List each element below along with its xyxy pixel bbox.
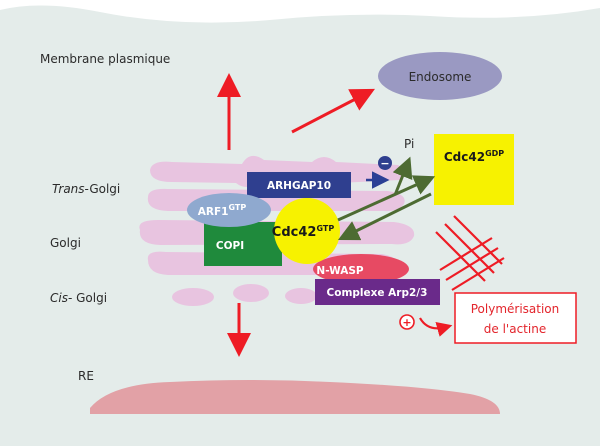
actin-filament — [439, 237, 493, 271]
arf1-sup: GTP — [228, 203, 246, 212]
endoplasmic-reticulum — [90, 380, 500, 414]
actin-filament — [445, 247, 499, 281]
polymerisation-box — [454, 292, 577, 344]
minus-badge — [378, 156, 392, 170]
copi-label: COPI — [216, 240, 244, 252]
nwasp-label: N-WASP — [316, 265, 363, 277]
membrane-label: Membrane plasmique — [40, 52, 170, 66]
actin-filament — [453, 215, 503, 265]
arp23-box — [315, 279, 440, 305]
arhgap10-box — [247, 172, 351, 198]
minus-symbol: − — [380, 157, 389, 170]
golgi-vesicle-cis-1 — [172, 288, 214, 306]
golgi-vesicle-cis-2 — [233, 284, 269, 302]
nwasp — [313, 254, 409, 284]
cdc42-gtp-main: Cdc42 — [272, 225, 317, 240]
golgi-label: Golgi — [50, 236, 81, 250]
endosome — [378, 52, 502, 100]
arrow-gdp-to-gtp — [337, 192, 432, 241]
polymerisation-line2: de l'actine — [484, 322, 546, 336]
cis-golgi-rest: - Golgi — [68, 291, 107, 305]
arrow-to-endosome — [291, 88, 375, 134]
actin-filaments — [435, 215, 505, 291]
arrow-gtp-to-gdp — [337, 175, 436, 222]
actin-filament — [444, 223, 495, 274]
cdc42-gtp-sup: GTP — [316, 224, 334, 233]
arp23-label: Complexe Arp2/3 — [327, 287, 428, 299]
cdc42-gdp-main: Cdc42 — [444, 150, 485, 164]
trans-golgi-italic: Trans — [52, 182, 85, 196]
trans-golgi-rest: -Golgi — [85, 182, 121, 196]
arhgap10-label: ARHGAP10 — [267, 180, 331, 192]
arf1-gtp-label: ARF1GTP — [198, 203, 247, 218]
cis-golgi-italic: Cis — [50, 291, 68, 305]
cdc42-gdp-sup: GDP — [485, 149, 504, 158]
polymerisation-line1: Polymérisation — [471, 302, 560, 316]
endosome-label: Endosome — [409, 70, 472, 84]
cdc42-gtp-label: Cdc42GTP — [272, 224, 335, 240]
arf1-main: ARF1 — [198, 206, 229, 218]
plus-symbol: + — [402, 316, 411, 329]
arrow-to-polymerisation — [419, 317, 453, 337]
golgi-vesicle-cis-3 — [285, 288, 317, 304]
cdc42-gdp-label: Cdc42GDP — [444, 149, 504, 164]
arf1-gtp — [187, 193, 271, 227]
re-label: RE — [78, 369, 94, 383]
copi-box — [204, 222, 282, 266]
actin-filament — [451, 257, 505, 291]
cdc42-gdp-box — [434, 134, 514, 205]
cis-golgi-label: Cis- Golgi — [50, 291, 107, 305]
arrow-pi-release — [392, 156, 413, 196]
plus-badge — [399, 314, 415, 330]
cdc42-gtp — [274, 198, 340, 264]
trans-golgi-label: Trans-Golgi — [52, 182, 120, 196]
pi-label: Pi — [404, 137, 414, 151]
